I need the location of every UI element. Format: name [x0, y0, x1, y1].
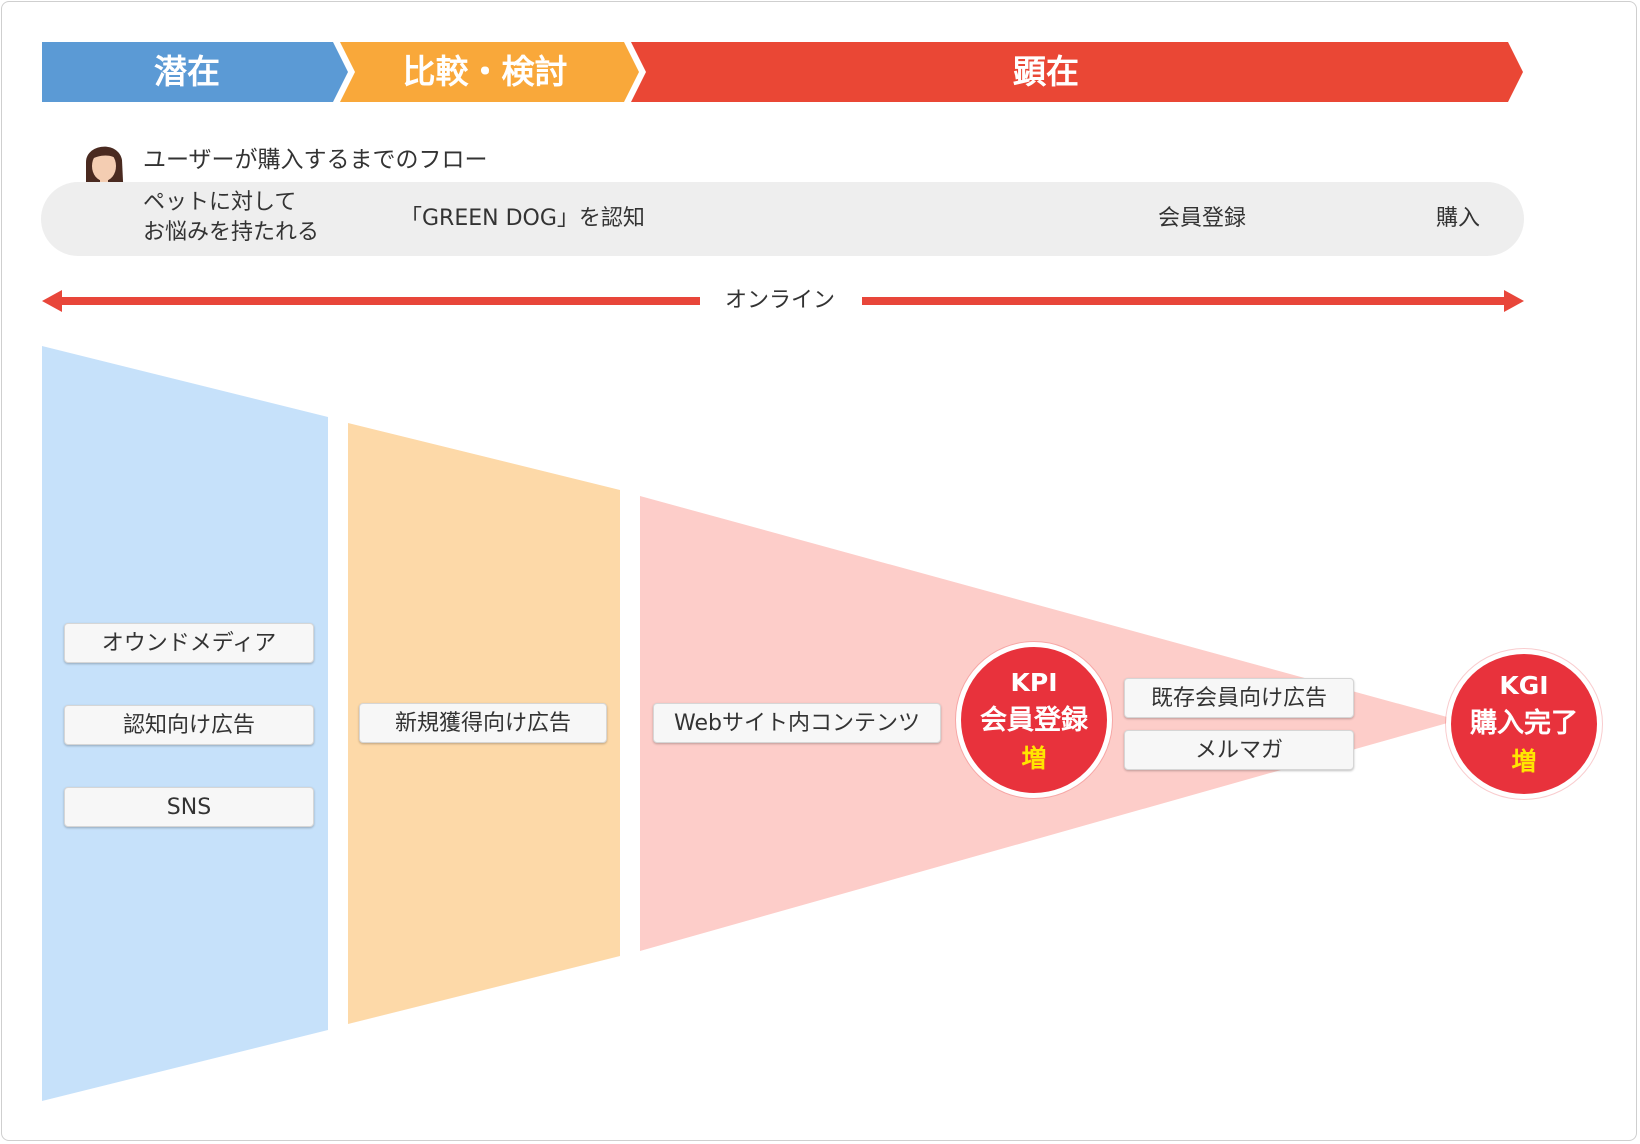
kpi-metric: 会員登録 [980, 705, 1088, 736]
stage-banner-compare [340, 42, 639, 102]
stage-banner-latent [42, 42, 348, 102]
online-arrow [42, 290, 1524, 312]
tag-awareness-ads: 認知向け広告 [64, 705, 314, 745]
flow-step-concern-line1: ペットに対して [143, 190, 297, 215]
kpi-circle: KPI 会員登録 増 [956, 642, 1112, 798]
flow-step-concern: ペットに対して お悩みを持たれる [143, 188, 319, 248]
kgi-metric: 購入完了 [1470, 708, 1578, 739]
stage-banner-manifest [631, 42, 1523, 102]
flow-step-purchase: 購入 [1436, 206, 1481, 231]
flow-title: ユーザーが購入するまでのフロー [143, 147, 488, 173]
flow-step-concern-line2: お悩みを持たれる [143, 220, 320, 245]
stage-label-manifest: 顕在 [1013, 52, 1079, 91]
kgi-increase: 増 [1511, 747, 1537, 776]
tag-member-ads: 既存会員向け広告 [1124, 678, 1354, 718]
flow-step-registration: 会員登録 [1158, 206, 1247, 231]
tag-acquisition-ads: 新規獲得向け広告 [359, 703, 607, 743]
tag-web-content: Webサイト内コンテンツ [653, 703, 941, 743]
tag-sns: SNS [64, 787, 314, 827]
kgi-label: KGI [1499, 671, 1549, 700]
kpi-label: KPI [1010, 668, 1058, 697]
kgi-circle: KGI 購入完了 増 [1446, 649, 1602, 799]
stage-label-compare: 比較・検討 [402, 52, 568, 91]
flow-step-awareness: 「GREEN DOG」を認知 [400, 206, 645, 231]
flow-bar [41, 182, 1524, 256]
stage-label-latent: 潜在 [154, 52, 220, 91]
tag-owned-media: オウンドメディア [64, 623, 314, 663]
kpi-increase: 増 [1021, 744, 1047, 773]
tag-newsletter: メルマガ [1124, 730, 1354, 770]
online-label: オンライン [700, 282, 860, 314]
